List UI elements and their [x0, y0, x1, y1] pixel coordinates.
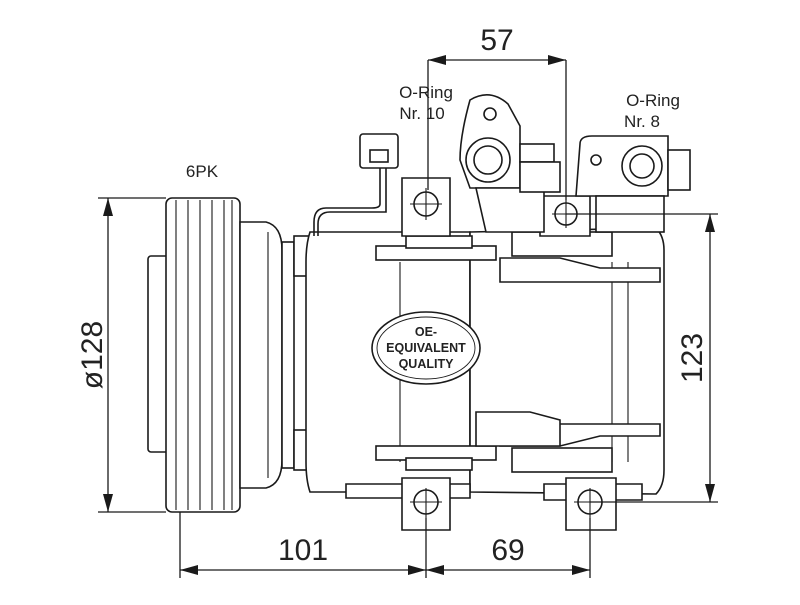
oring-left-line-2: Nr. 10: [399, 104, 444, 123]
dimension-diameter: ø128: [76, 197, 166, 513]
discharge-port: [575, 135, 691, 233]
pulley: [147, 197, 311, 513]
mount-top-right: [539, 195, 591, 237]
suction-port: [459, 94, 561, 233]
dim-top-port-spacing: 57: [480, 24, 513, 57]
mount-bottom-left: [401, 477, 451, 531]
stamp-line-2: EQUIVALENT: [386, 341, 466, 355]
pulley-label: 6PK: [186, 162, 219, 181]
dim-pulley-diameter: ø128: [76, 321, 109, 389]
oring-right-line-2: Nr. 8: [624, 112, 660, 131]
dim-bottom-left: 101: [278, 534, 328, 567]
dimension-57: 57: [427, 24, 567, 200]
electrical-connector: [313, 133, 399, 236]
oring-left-line-1: O-Ring: [399, 83, 453, 102]
dim-height-right: 123: [676, 333, 709, 383]
dimension-bottom: 101 69: [179, 512, 591, 578]
dim-bottom-right: 69: [491, 534, 524, 567]
stamp-line-3: QUALITY: [399, 357, 455, 371]
oe-quality-stamp: OE- EQUIVALENT QUALITY: [371, 311, 481, 385]
mount-top-left: [401, 177, 451, 237]
mount-bottom-right: [565, 477, 617, 531]
stamp-line-1: OE-: [415, 325, 437, 339]
oring-right-line-1: O-Ring: [626, 91, 680, 110]
dimension-123: 123: [566, 213, 718, 503]
compressor-body: [305, 227, 665, 501]
